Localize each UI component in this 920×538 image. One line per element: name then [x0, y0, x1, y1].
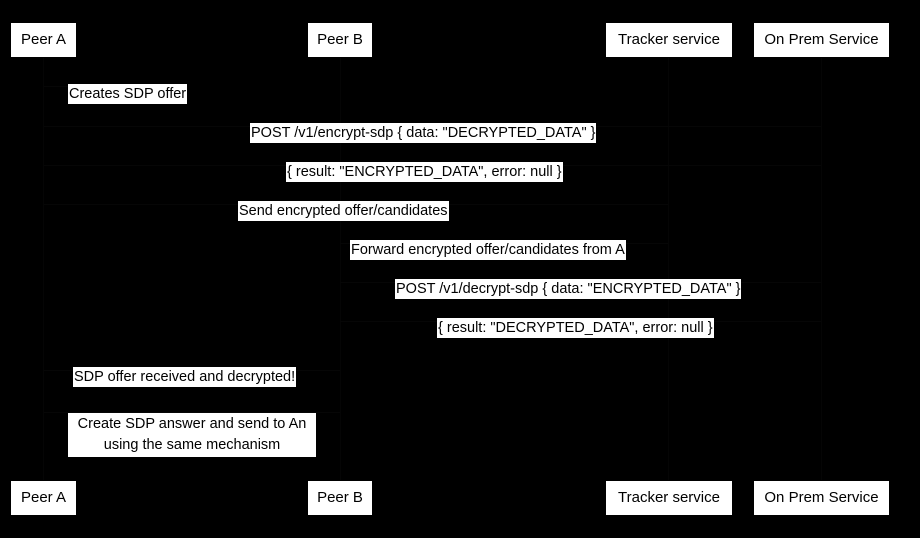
participant-header-peer-b[interactable]: Peer B — [307, 22, 373, 58]
lifeline-on-prem-service — [821, 58, 822, 480]
message-label-forward-encrypted-offer: Forward encrypted offer/candidates from … — [350, 240, 626, 260]
participant-header-tracker-service[interactable]: Tracker service — [605, 22, 733, 58]
participant-header-on-prem-service[interactable]: On Prem Service — [753, 22, 890, 58]
message-label-send-encrypted-offer: Send encrypted offer/candidates — [238, 201, 449, 221]
participant-footer-peer-a[interactable]: Peer A — [10, 480, 77, 516]
message-label-post-encrypt-sdp: POST /v1/encrypt-sdp { data: "DECRYPTED_… — [250, 123, 597, 143]
lifeline-peer-b — [340, 58, 341, 480]
message-label-encrypt-sdp-result: { result: "ENCRYPTED_DATA", error: null … — [286, 162, 563, 182]
lifeline-tracker-service — [668, 58, 669, 480]
participant-footer-tracker-service[interactable]: Tracker service — [605, 480, 733, 516]
message-label-create-sdp-answer-line-2: using the same mechanism — [103, 437, 281, 453]
lifeline-peer-a — [43, 58, 44, 480]
message-label-post-decrypt-sdp: POST /v1/decrypt-sdp { data: "ENCRYPTED_… — [395, 279, 742, 299]
message-label-create-sdp-answer-line-1: Create SDP answer and send to An — [77, 416, 307, 432]
message-line-create-sdp-answer — [44, 412, 340, 413]
message-label-decrypt-sdp-result: { result: "DECRYPTED_DATA", error: null … — [437, 318, 714, 338]
message-label-sdp-offer-received: SDP offer received and decrypted! — [73, 367, 297, 387]
participant-footer-peer-b[interactable]: Peer B — [307, 480, 373, 516]
participant-header-peer-a[interactable]: Peer A — [10, 22, 77, 58]
message-label-create-sdp-answer: Create SDP answer and send to An using t… — [68, 413, 316, 457]
message-label-creates-sdp-offer: Creates SDP offer — [68, 84, 188, 104]
participant-footer-on-prem-service[interactable]: On Prem Service — [753, 480, 890, 516]
